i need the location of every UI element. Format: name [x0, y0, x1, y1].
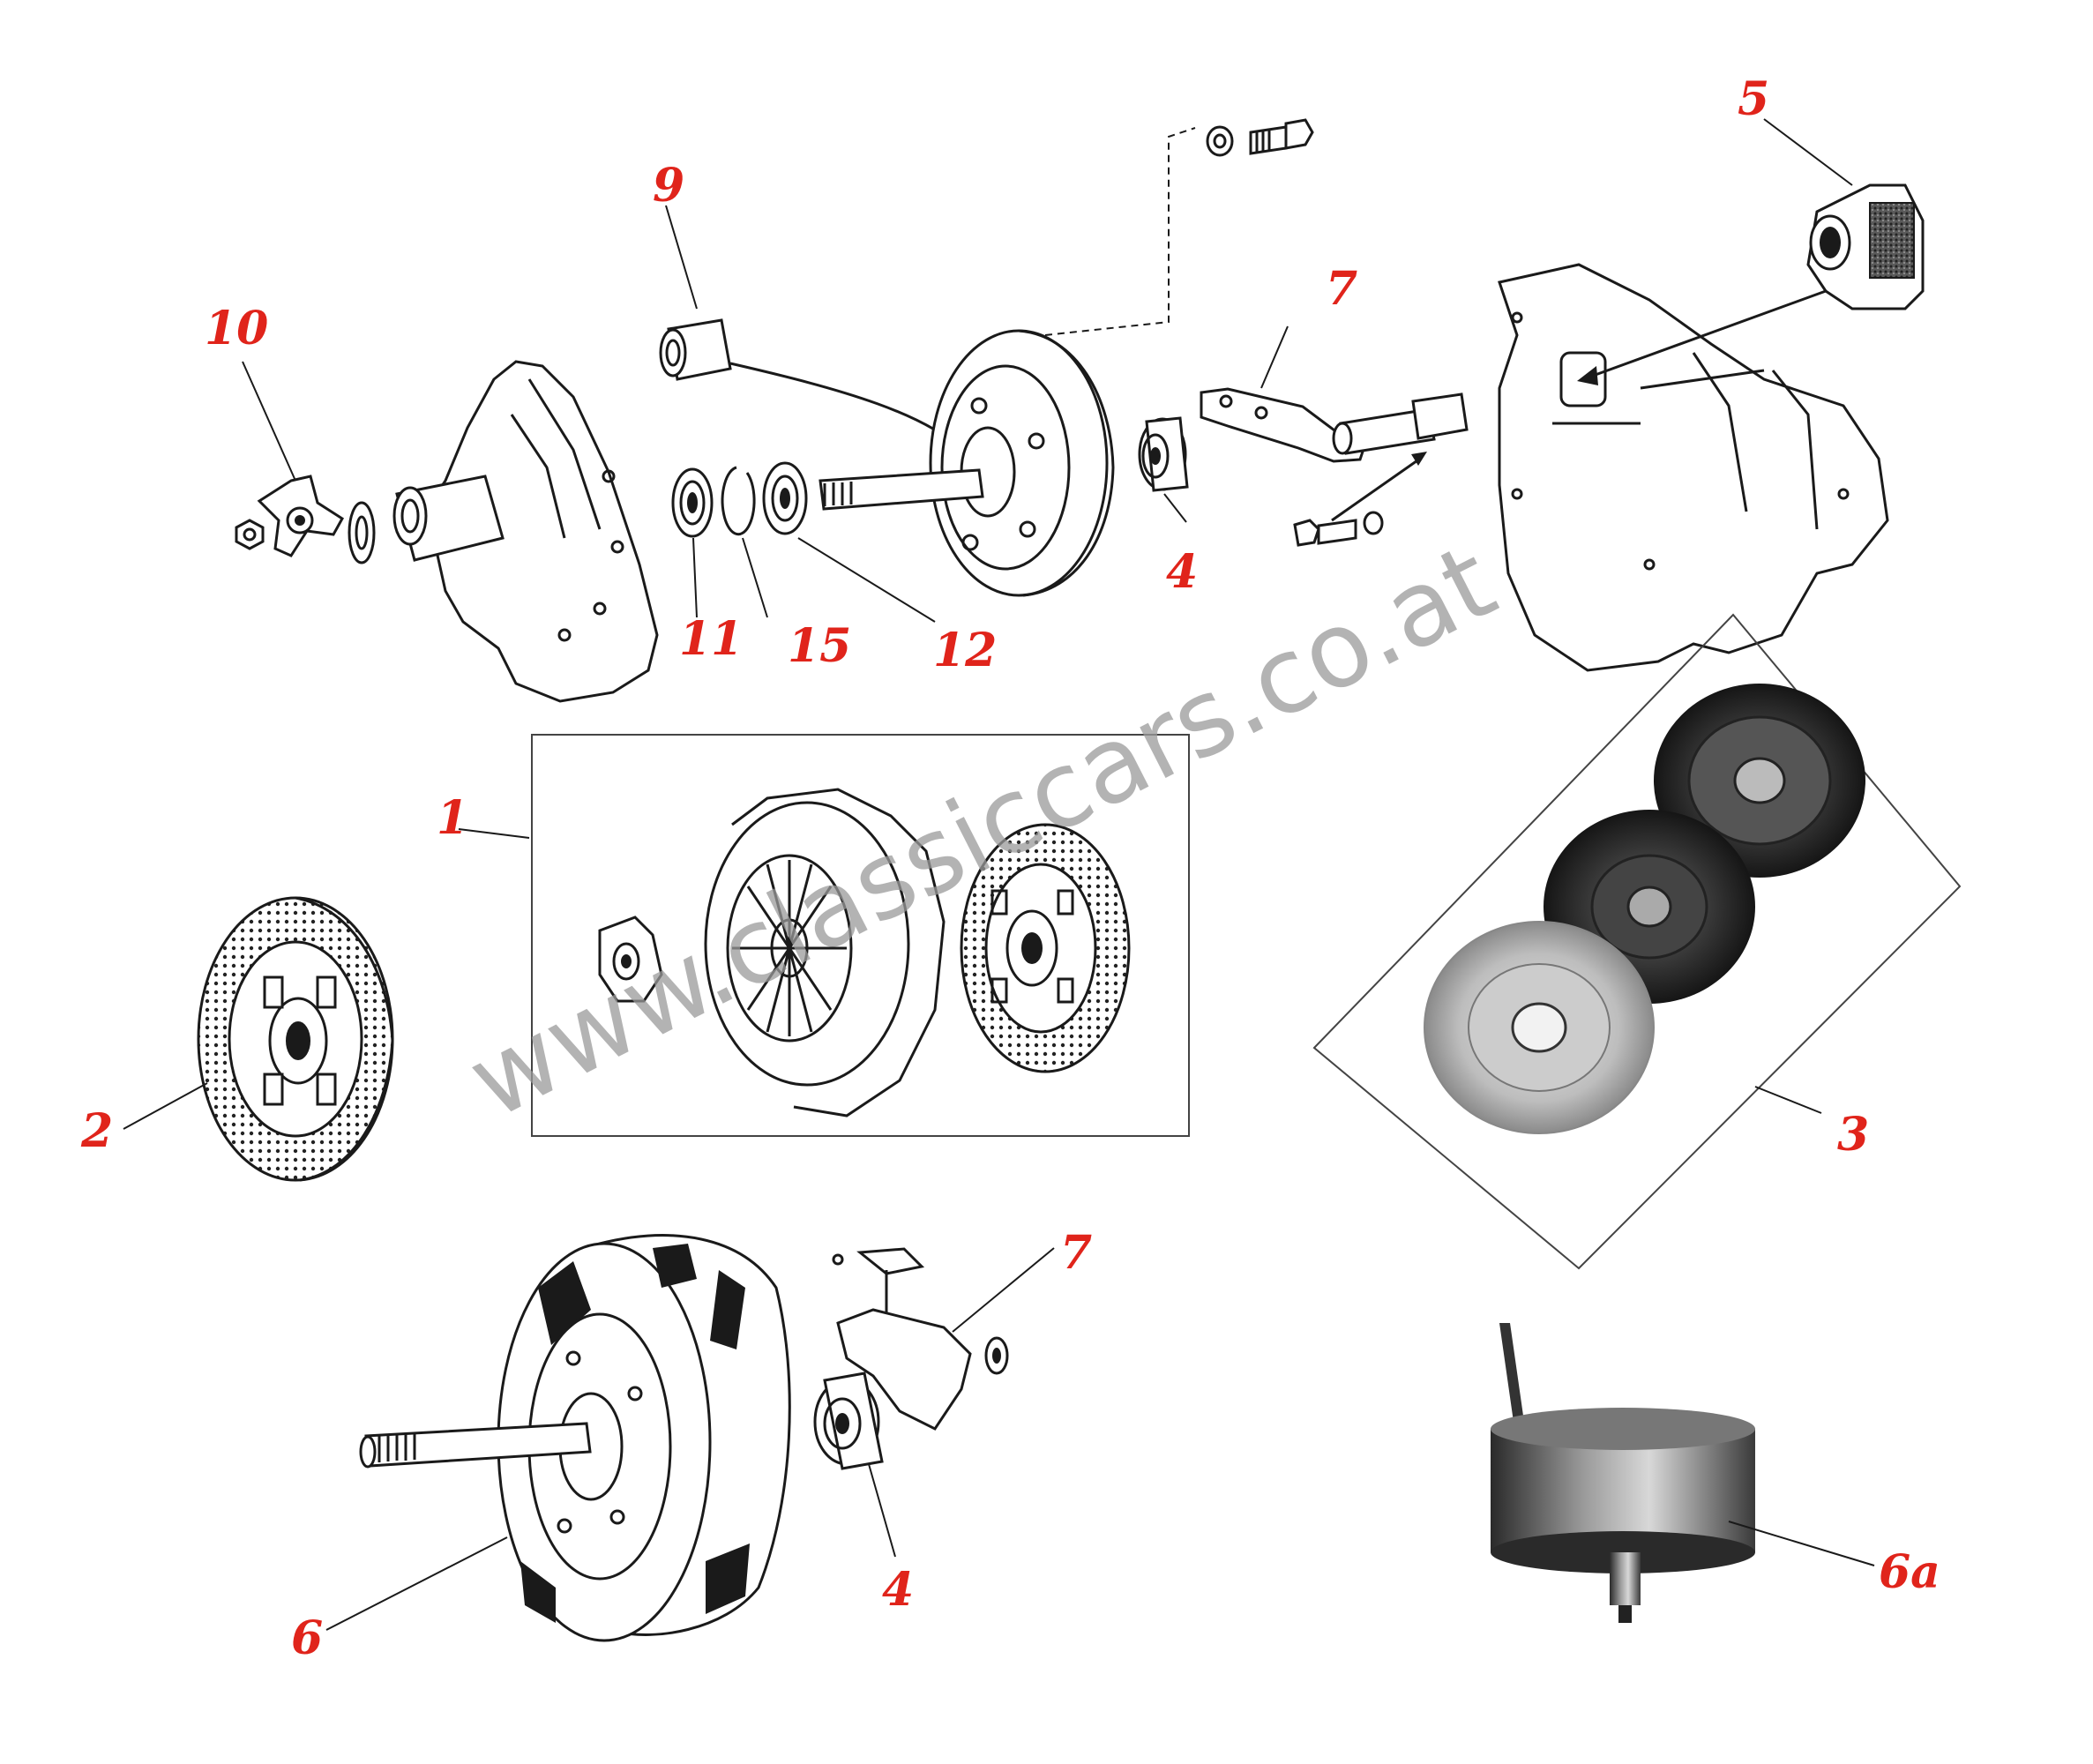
- pivot-pin-part: [1293, 392, 1469, 547]
- label-9: 9: [653, 159, 684, 213]
- kit-release-bearing-part: [598, 916, 663, 1003]
- label-7-top: 7: [1326, 262, 1357, 316]
- label-4-bottom: 4: [882, 1563, 914, 1617]
- kit-pressure-plate-part: [704, 788, 946, 1117]
- rear-housing-part: [392, 360, 659, 703]
- bearing-11-part: [671, 467, 714, 538]
- release-bearing-bottom-part: [813, 1372, 884, 1470]
- bellhousing-part: [1498, 263, 1889, 672]
- torque-converter-part: [359, 1234, 791, 1642]
- circlip-15-part: [721, 466, 756, 536]
- torque-converter-top-part: [819, 127, 1196, 597]
- torque-converter-photo: [1491, 1323, 1755, 1623]
- label-3: 3: [1837, 1108, 1869, 1162]
- label-12: 12: [933, 624, 997, 677]
- clutch-disc-part: [197, 896, 394, 1182]
- drive-flange-part: [235, 475, 376, 564]
- label-11: 11: [679, 612, 743, 666]
- label-6: 6: [291, 1611, 323, 1665]
- leader-lines: [123, 118, 1875, 1631]
- release-fork-top-part: [1200, 387, 1372, 463]
- label-1: 1: [437, 791, 468, 845]
- clutch-kit-photo: [1312, 613, 1962, 1270]
- label-5: 5: [1738, 72, 1769, 126]
- label-2: 2: [80, 1104, 113, 1158]
- release-bearing-top-part: [1138, 416, 1189, 492]
- kit-clutch-disc-part: [960, 823, 1131, 1073]
- rubber-boot-part: [1806, 183, 1925, 310]
- label-10: 10: [205, 302, 268, 355]
- clutch-kit-frame: [531, 734, 1190, 1137]
- bearing-12-part: [762, 461, 808, 535]
- bush-9-part: [659, 318, 972, 460]
- release-fork-bottom-part: [832, 1247, 1009, 1431]
- label-7-bottom: 7: [1060, 1226, 1092, 1280]
- label-15: 15: [788, 619, 851, 673]
- bolt-top-part: [1206, 118, 1314, 157]
- label-6a: 6a: [1879, 1545, 1940, 1599]
- label-4-top: 4: [1166, 545, 1198, 599]
